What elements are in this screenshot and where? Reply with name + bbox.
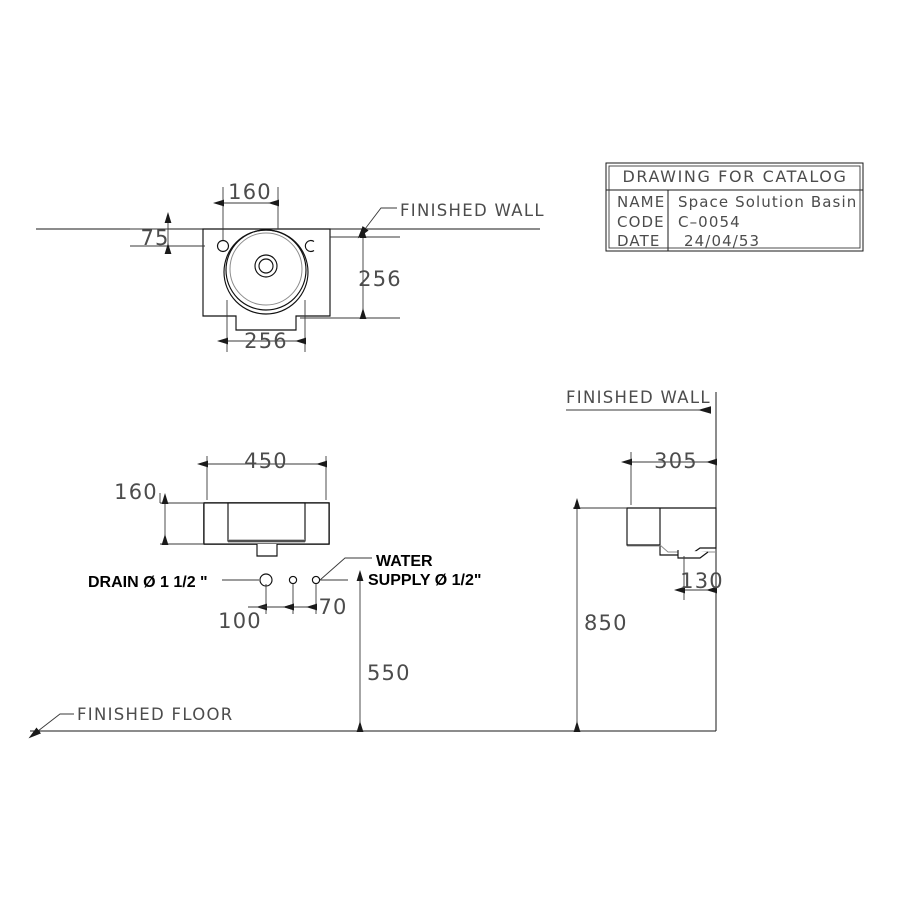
front-dim-450-text: 450: [244, 449, 288, 473]
drain-label: DRAIN Ø 1 1/2 ": [88, 574, 208, 591]
side-dim-850: 850: [573, 498, 628, 732]
water-supply-label-line1: WATER: [376, 553, 433, 570]
side-finished-wall-label: FINISHED WALL: [566, 388, 711, 407]
plan-dim-160: 160: [213, 180, 279, 240]
plan-dim-256-width: 256: [217, 300, 306, 353]
front-dim-70-text: 70: [318, 595, 347, 619]
front-dim-100-70: 100 70: [218, 584, 347, 633]
front-dim-550: 550: [356, 570, 411, 732]
front-dim-450: 450: [197, 449, 327, 500]
side-dim-130: 130: [674, 556, 724, 600]
title-block-key-code: CODE: [617, 213, 665, 231]
front-dim-100-text: 100: [218, 609, 262, 633]
water-supply-label-line2: SUPPLY Ø 1/2": [368, 572, 481, 589]
title-block-header: DRAWING FOR CATALOG: [623, 167, 848, 186]
side-dim-130-text: 130: [680, 569, 724, 593]
side-view-geometry: [566, 392, 717, 731]
plan-dim-256-depth-text: 256: [358, 267, 402, 291]
side-dim-305-text: 305: [654, 449, 698, 473]
front-dim-550-text: 550: [367, 661, 411, 685]
side-basin-profile: [626, 507, 717, 556]
plan-dim-75-text: 75: [140, 226, 169, 250]
plan-view-geometry: [36, 228, 540, 331]
front-roughin-holes: [222, 557, 372, 587]
front-dim-160: 160: [114, 480, 204, 545]
plan-finished-wall-leader: [357, 207, 397, 239]
title-block-key-name: NAME: [617, 193, 665, 211]
title-block-value-date: 24/04/53: [684, 232, 760, 250]
plan-dim-160-text: 160: [228, 180, 272, 204]
finished-floor-label: FINISHED FLOOR: [77, 705, 234, 724]
side-dim-850-text: 850: [584, 611, 628, 635]
plan-dim-256-width-text: 256: [244, 329, 288, 353]
side-dim-305: 305: [621, 449, 717, 505]
title-block-value-code: C–0054: [678, 213, 741, 231]
title-block-key-date: DATE: [617, 232, 660, 250]
plan-dim-256-depth: 256: [300, 227, 402, 319]
plan-finished-wall-label: FINISHED WALL: [400, 201, 545, 220]
front-dim-160-text: 160: [114, 480, 158, 504]
title-block-value-name: Space Solution Basin: [678, 193, 857, 211]
mid-supply-hole-symbol: [288, 575, 298, 585]
finished-floor-group: [28, 713, 716, 739]
plan-dim-75: 75: [130, 212, 205, 254]
front-view-geometry: [203, 502, 330, 557]
water-supply-hole-symbol: [311, 575, 321, 585]
title-block: [606, 163, 863, 251]
